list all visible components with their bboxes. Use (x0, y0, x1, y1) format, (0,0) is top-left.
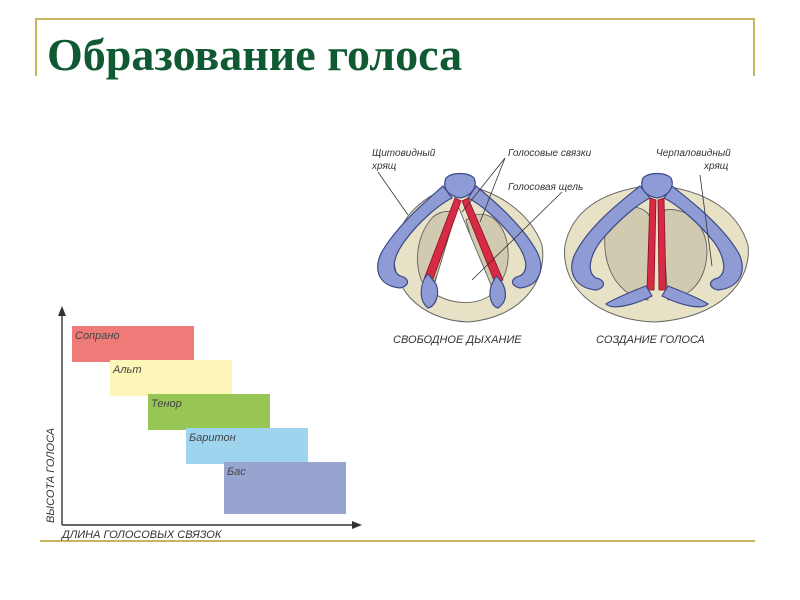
voice-label-1: Альт (112, 364, 142, 376)
voice-bar-3 (186, 428, 308, 464)
leader-lines (377, 157, 713, 281)
larynx-voice (564, 172, 749, 323)
top-cartilage-right (641, 172, 673, 199)
leader-arytenoid (699, 174, 713, 267)
leader-cords-a (461, 157, 506, 213)
voice-bar-1 (110, 360, 232, 396)
arytenoid-left-closed (605, 285, 653, 308)
arytenoid-right-open (489, 275, 506, 309)
leader-glottis (471, 191, 563, 281)
voice-label-3: Баритон (189, 432, 236, 444)
voice-label-2: Тенор (151, 398, 182, 410)
label-thyroid-1: Щитовидный (372, 148, 436, 159)
top-frame-line (35, 18, 755, 20)
label-glottis: Голосовая щель (508, 182, 583, 193)
y-axis-arrow (58, 306, 66, 316)
vocal-cord-left-closed (646, 197, 657, 291)
left-frame-line (35, 18, 37, 76)
voice-bar-0 (72, 326, 194, 362)
larynx-illustration: Щитовидный хрящ Голосовые связки Голосов… (371, 148, 749, 346)
thyroid-cartilage-left-voice (571, 185, 651, 291)
x-axis-arrow (352, 521, 362, 529)
thyroid-cartilage-right-voice (663, 185, 743, 291)
right-frame-line (753, 18, 755, 76)
vocal-cord-right-open (461, 197, 504, 284)
leader-thyroid (377, 171, 409, 216)
label-thyroid-2: хрящ (371, 161, 397, 172)
voice-bar-2 (148, 394, 270, 430)
thyroid-cartilage-right (467, 185, 542, 289)
caption-breathing: СВОБОДНОЕ ДЫХАНИЕ (393, 334, 522, 346)
thyroid-cartilage-left (377, 185, 453, 289)
voice-bar-4 (224, 462, 346, 514)
leader-cords-b (479, 157, 506, 223)
voice-label-0: Сопрано (75, 330, 120, 342)
y-axis-label: ВЫСОТА ГОЛОСА (45, 428, 57, 523)
arytenoid-left-open (420, 273, 439, 309)
x-axis-label: ДЛИНА ГОЛОСОВЫХ СВЯЗОК (60, 529, 222, 541)
voice-label-4: Бас (227, 466, 246, 478)
label-arytenoid-1: Черпаловидный (656, 148, 731, 159)
slide-title: Образование голоса (47, 29, 463, 80)
arytenoid-right-closed (661, 285, 709, 308)
caption-voice: СОЗДАНИЕ ГОЛОСА (596, 334, 705, 346)
top-cartilage-left (444, 172, 476, 199)
label-arytenoid-2: хрящ (703, 161, 729, 172)
bottom-frame-line (40, 540, 755, 542)
larynx-breathing (377, 172, 544, 323)
label-vocal-cords: Голосовые связки (508, 148, 592, 159)
